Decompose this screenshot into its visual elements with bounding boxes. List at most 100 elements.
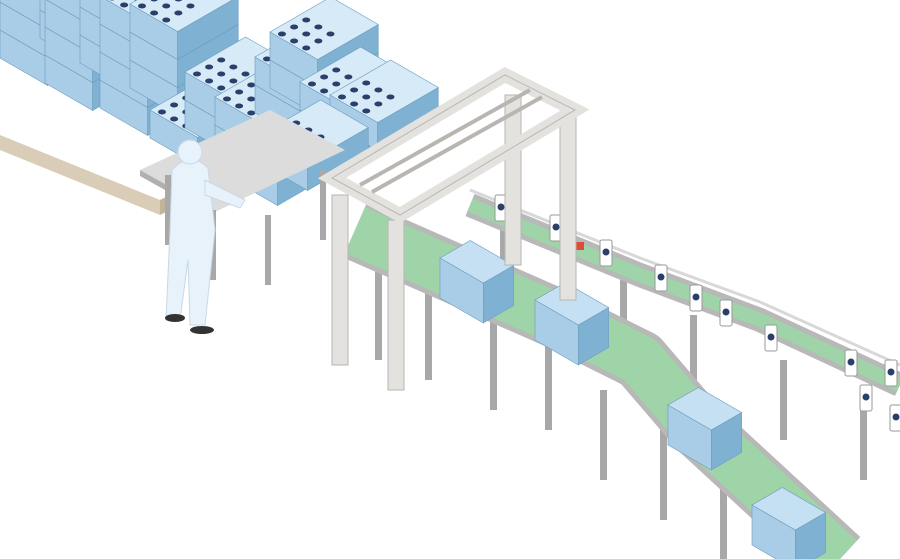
bottle-cap: [247, 110, 256, 116]
conveyor-leg: [425, 290, 432, 380]
worker-arm: [204, 179, 246, 209]
gantry-beam-outline: [330, 74, 577, 216]
conveyor-leg: [720, 480, 727, 559]
bottle-label: [767, 333, 775, 341]
bottle-cap: [138, 3, 146, 9]
bottle-cap: [150, 0, 158, 2]
bottle-cap: [374, 101, 383, 107]
bottle-cap: [186, 3, 195, 9]
conveyor-leg: [690, 315, 697, 395]
crate-top: [129, 0, 233, 32]
bottle-cap: [314, 24, 323, 30]
bottle-cap: [174, 0, 183, 2]
gantry-post: [504, 94, 522, 266]
bottle-cap: [302, 17, 311, 23]
gantry-post: [331, 194, 349, 366]
worker-shoe: [190, 326, 214, 334]
bottle-cap: [362, 94, 371, 100]
crate: [129, 0, 239, 61]
conveyor-leg: [375, 270, 382, 360]
conveyor-leg: [860, 400, 867, 480]
bottle-label: [497, 203, 505, 211]
bottle-label: [722, 308, 730, 316]
bottle-cap: [205, 78, 214, 84]
conveyor-leg: [545, 340, 552, 430]
conveyor-leg: [490, 320, 497, 410]
bottle-cap: [386, 94, 395, 100]
bottle-label: [552, 223, 560, 231]
gantry-frame: [317, 67, 590, 391]
table-leg: [320, 170, 326, 240]
bottle-cap: [362, 108, 371, 114]
blue-bin: [667, 387, 743, 471]
bottle-cap: [247, 96, 256, 102]
bottle-cap: [217, 57, 226, 63]
bottle-label: [892, 413, 900, 421]
bottle-cap: [170, 102, 179, 108]
bottle-cap: [314, 38, 323, 44]
bottle-cap: [193, 71, 201, 77]
blue-bin-top: [751, 487, 827, 531]
blue-bin: [751, 487, 827, 559]
bottle-cap: [374, 87, 383, 93]
bottle-cap: [338, 94, 346, 100]
bottle-label: [887, 368, 895, 376]
bottle-cap: [241, 71, 250, 77]
bottle-cap: [229, 64, 238, 70]
blue-bin: [534, 282, 610, 366]
conveyor-leg: [780, 360, 787, 440]
bottle-cap: [308, 81, 316, 87]
bottle-cap: [150, 10, 159, 16]
lower-bin-conveyor: [342, 202, 861, 559]
conveyor-leg: [600, 390, 607, 480]
bottle-cap: [174, 10, 183, 16]
blue-bin-top: [534, 282, 610, 326]
conveyor-leg: [660, 430, 667, 520]
bottle-cap: [158, 109, 166, 115]
bottle-cap: [290, 38, 299, 44]
bottle-cap: [302, 45, 311, 51]
bottle-cap: [332, 81, 341, 87]
bottle-label: [862, 393, 870, 401]
table-leg: [165, 175, 171, 245]
crate-stacks: [0, 0, 439, 207]
gantry-post: [559, 114, 577, 301]
bottle-cap: [217, 85, 226, 91]
bottle-cap: [344, 74, 353, 80]
bottle-cap: [326, 31, 335, 37]
pallet-side: [0, 135, 160, 215]
bottle-cap: [320, 88, 329, 94]
gantry-post: [387, 219, 405, 391]
bottle-cap: [217, 71, 226, 77]
bottle-cap: [229, 78, 238, 84]
bottle-cap: [235, 103, 244, 109]
bottle-cap: [332, 67, 341, 73]
table-leg: [265, 215, 271, 285]
bottle-label: [692, 293, 700, 301]
bottle-cap: [350, 87, 359, 93]
worker-figure: [165, 139, 246, 334]
bottle-cap: [162, 3, 171, 9]
bottle-cap: [162, 17, 171, 23]
bottle-cap: [302, 31, 311, 37]
blue-bin: [439, 240, 515, 324]
bottle-label: [602, 248, 610, 256]
gantry-rail: [371, 95, 543, 194]
bottle-cap: [350, 101, 359, 107]
bottle-cap: [320, 74, 329, 80]
crate-top: [329, 59, 439, 123]
blue-bin-top: [667, 387, 743, 431]
bottle-cap: [278, 31, 286, 37]
bottle-cap: [247, 82, 256, 88]
crate-top: [269, 0, 379, 60]
bottle-cap: [263, 56, 271, 62]
worker-shoe: [165, 314, 185, 322]
bottle-cap: [235, 89, 244, 95]
bottle-cap: [205, 64, 214, 70]
bottle-cap: [170, 116, 179, 122]
bottle-cap: [223, 96, 231, 102]
bottle-cap: [290, 24, 299, 30]
bottle-label: [657, 273, 665, 281]
bottle-cap: [362, 80, 371, 86]
